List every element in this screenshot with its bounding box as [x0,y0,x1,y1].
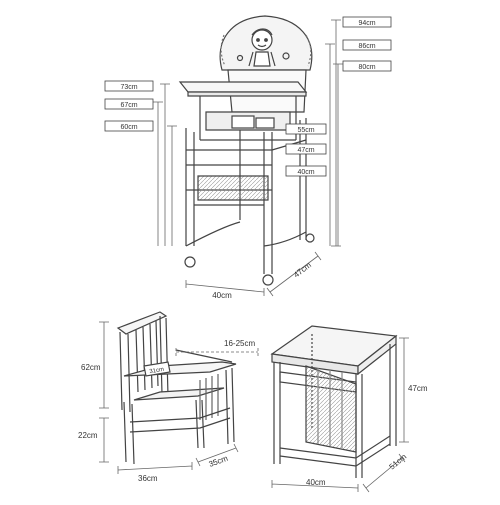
high-chair-illustration [178,15,315,286]
height-tag-group-left: 73cm 67cm 60cm [104,80,154,132]
height-tag-80-text: 80cm [358,64,375,71]
height-tag-94-text: 94cm [358,20,375,27]
height-tag-55-text: 55cm [297,127,314,134]
height-tag-86-text: 86cm [358,43,375,50]
height-tag-60: 60cm [104,120,154,132]
child-chair-dimension-lines [99,321,259,474]
height-tag-80: 80cm [342,60,392,72]
table-width-label: 40cm [306,478,326,487]
height-tag-40: 40cm [285,165,327,177]
height-tag-73-text: 73cm [120,84,137,91]
child-chair-height-label: 62cm [81,363,101,372]
height-tag-94: 94cm [342,16,392,28]
table-height-label: 47cm [408,384,428,393]
small-table-illustration [270,325,398,478]
height-tag-60-text: 60cm [120,124,137,131]
height-tag-73: 73cm [104,80,154,92]
seat-height-label: 22cm [78,431,98,440]
height-tag-group-right: 94cm 86cm 80cm [342,16,392,72]
high-chair-dimension-lines [153,19,343,297]
height-tag-47: 47cm [285,143,327,155]
seat-depth-tag-text: 31cm [149,367,164,375]
height-tag-67: 67cm [104,98,154,110]
height-tag-47-text: 47cm [297,147,314,154]
child-chair-depth-label: 35cm [208,454,230,469]
height-tag-55: 55cm [285,123,327,135]
child-chair-illustration [116,311,237,465]
table-depth-label: 51cm [388,452,409,472]
table-gap-label: 16-25cm [224,339,255,348]
height-tag-40-text: 40cm [297,169,314,176]
high-chair-depth-label: 47cm [292,260,313,279]
child-chair-width-label: 36cm [138,474,158,483]
table-dimension-lines [271,337,409,493]
height-tag-group-middle: 55cm 47cm 40cm [285,123,327,177]
height-tag-86: 86cm [342,39,392,51]
high-chair-width-label: 40cm [212,291,232,300]
height-tag-67-text: 67cm [120,102,137,109]
